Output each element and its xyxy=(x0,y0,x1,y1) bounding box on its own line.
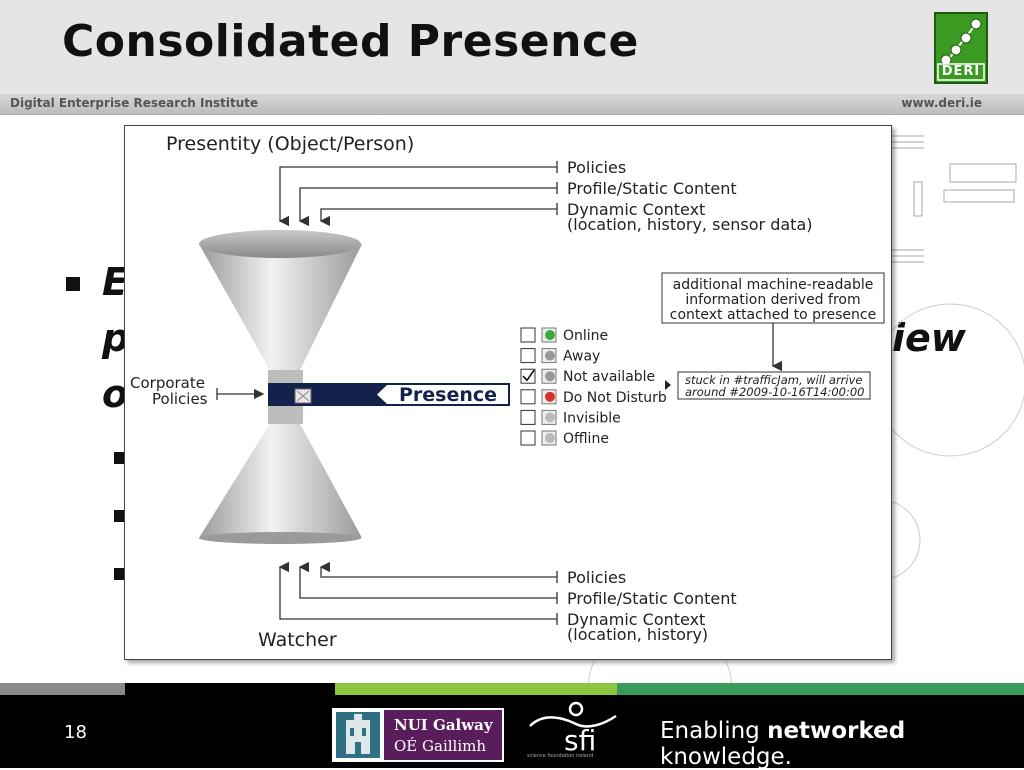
institute-name: Digital Enterprise Research Institute xyxy=(10,96,259,110)
bullet-text-fragment: E xyxy=(102,260,128,304)
status-row[interactable]: Away xyxy=(520,348,600,365)
status-icon xyxy=(545,330,555,340)
tagline-bold: networked xyxy=(767,718,906,744)
status-checkbox[interactable] xyxy=(520,327,536,343)
status-message-box xyxy=(665,371,871,400)
presence-label: Presence xyxy=(399,384,497,406)
presentity-label: Presentity (Object/Person) xyxy=(166,133,414,155)
status-label: Online xyxy=(563,328,608,344)
status-row[interactable]: Not available xyxy=(520,368,655,385)
nui-purple-panel xyxy=(384,710,502,760)
sub-bullet-marker xyxy=(114,568,126,580)
bottom-input-policies: Policies xyxy=(567,568,626,587)
status-row[interactable]: Do Not Disturb xyxy=(520,389,667,406)
note-line-1: additional machine-readable xyxy=(673,277,874,293)
top-input-dynamic-context: Dynamic Context xyxy=(567,200,705,219)
note-line-3: context attached to presence xyxy=(670,307,876,323)
website-link[interactable]: www.deri.ie xyxy=(901,96,982,110)
status-label: Away xyxy=(563,349,600,365)
status-label: Not available xyxy=(563,369,655,385)
nui-emblem-icon xyxy=(336,712,380,758)
status-message-line1: stuck in #trafficJam, will arrive xyxy=(685,373,862,387)
status-icon xyxy=(545,412,555,423)
status-checkbox[interactable] xyxy=(520,430,536,446)
top-input-profile: Profile/Static Content xyxy=(567,179,737,198)
status-checkbox[interactable] xyxy=(520,348,536,364)
bullet-marker xyxy=(66,277,80,291)
page-number: 18 xyxy=(64,722,87,743)
top-input-policies: Policies xyxy=(567,158,626,177)
status-label: Do Not Disturb xyxy=(563,390,667,406)
bottom-input-dynamic-context: Dynamic Context xyxy=(567,610,705,629)
status-icon xyxy=(545,391,555,402)
status-checkbox[interactable] xyxy=(520,409,536,425)
status-label: Offline xyxy=(563,431,609,447)
bottom-input-dynamic-context-detail: (location, history) xyxy=(567,625,708,644)
sub-header-bar xyxy=(0,94,1024,115)
tagline-pre: Enabling xyxy=(660,718,768,744)
sub-bullet-marker xyxy=(114,452,126,464)
bottom-input-profile: Profile/Static Content xyxy=(567,589,737,608)
sfi-logo: sfi xyxy=(529,701,617,756)
top-input-arrows xyxy=(278,161,558,227)
logo-text: DERI xyxy=(941,64,981,79)
top-input-dynamic-context-detail: (location, history, sensor data) xyxy=(567,215,813,234)
watcher-label: Watcher xyxy=(258,629,337,651)
tagline-post: knowledge. xyxy=(660,744,792,770)
status-message-line2: around #2009-10-16T14:00:00 xyxy=(685,385,865,399)
footer-bar xyxy=(0,695,1024,768)
status-icon xyxy=(545,433,555,443)
corporate-label-line2: Policies xyxy=(152,390,208,408)
status-row[interactable]: Invisible xyxy=(520,409,621,426)
status-checkbox[interactable] xyxy=(520,389,536,405)
bullet-text-fragment: iew xyxy=(892,316,966,360)
nui-irish-name: OÉ Gaillimh xyxy=(394,737,487,755)
bottom-input-arrows xyxy=(278,561,558,625)
status-row[interactable]: Online xyxy=(520,327,608,344)
sfi-text: sfi xyxy=(564,724,596,756)
background-decoration xyxy=(880,135,1024,581)
page-title: Consolidated Presence xyxy=(62,16,639,67)
sub-bullet-marker xyxy=(114,510,126,522)
corporate-policies-arrow xyxy=(216,388,265,400)
checkmark-icon xyxy=(522,369,535,382)
note-box xyxy=(661,272,885,372)
status-row[interactable]: Offline xyxy=(520,430,609,447)
presence-diagram: Presentity (Object/Person) Policies Prof… xyxy=(124,125,892,660)
footer-stripe xyxy=(0,683,1024,695)
header-band xyxy=(0,0,1024,94)
status-icon xyxy=(545,371,555,382)
presence-band xyxy=(268,383,510,406)
bullet-text-fragment: o xyxy=(102,372,129,416)
note-line-2: information derived from xyxy=(685,292,860,308)
status-icon xyxy=(545,350,555,361)
sfi-caption: science foundation ireland xyxy=(527,753,594,759)
nui-name: NUI Galway xyxy=(394,716,493,734)
corporate-label-line1: Corporate xyxy=(130,374,205,392)
tagline: Enabling networked knowledge. xyxy=(660,718,1024,770)
status-label: Invisible xyxy=(563,410,621,426)
deri-logo xyxy=(934,12,988,84)
